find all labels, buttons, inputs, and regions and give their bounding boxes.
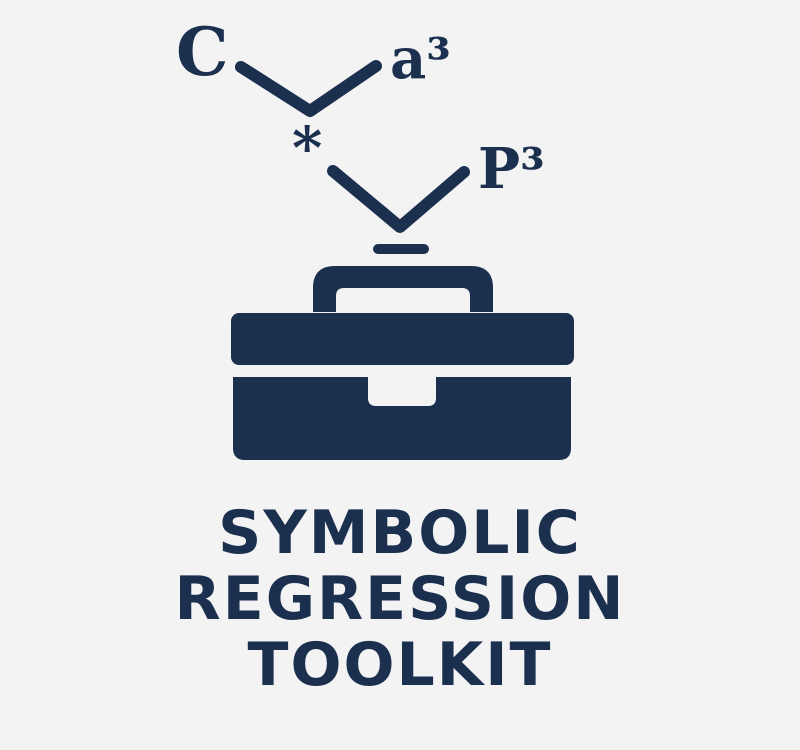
- expression-tree: C a³ * P³: [176, 13, 545, 233]
- toolbox-icon: [231, 244, 574, 460]
- toolbox-handle: [313, 266, 493, 312]
- toolbox-lid: [231, 313, 574, 365]
- title-line-symbolic: SYMBOLIC: [218, 498, 582, 568]
- title-line-toolkit: TOOLKIT: [247, 630, 553, 700]
- title-line-regression: REGRESSION: [174, 564, 626, 634]
- tree-branch-bottom: [327, 165, 470, 233]
- toolbox-body: [233, 377, 571, 460]
- toolbox-top-dash: [373, 244, 429, 254]
- tree-node-c: C: [176, 13, 229, 91]
- tree-node-a-cubed: a³: [390, 26, 451, 92]
- tree-node-p-cubed: P³: [478, 136, 545, 202]
- tree-branch-top: [235, 60, 382, 117]
- tree-node-multiply: *: [292, 114, 322, 182]
- toolkit-title: SYMBOLIC REGRESSION TOOLKIT: [0, 500, 800, 698]
